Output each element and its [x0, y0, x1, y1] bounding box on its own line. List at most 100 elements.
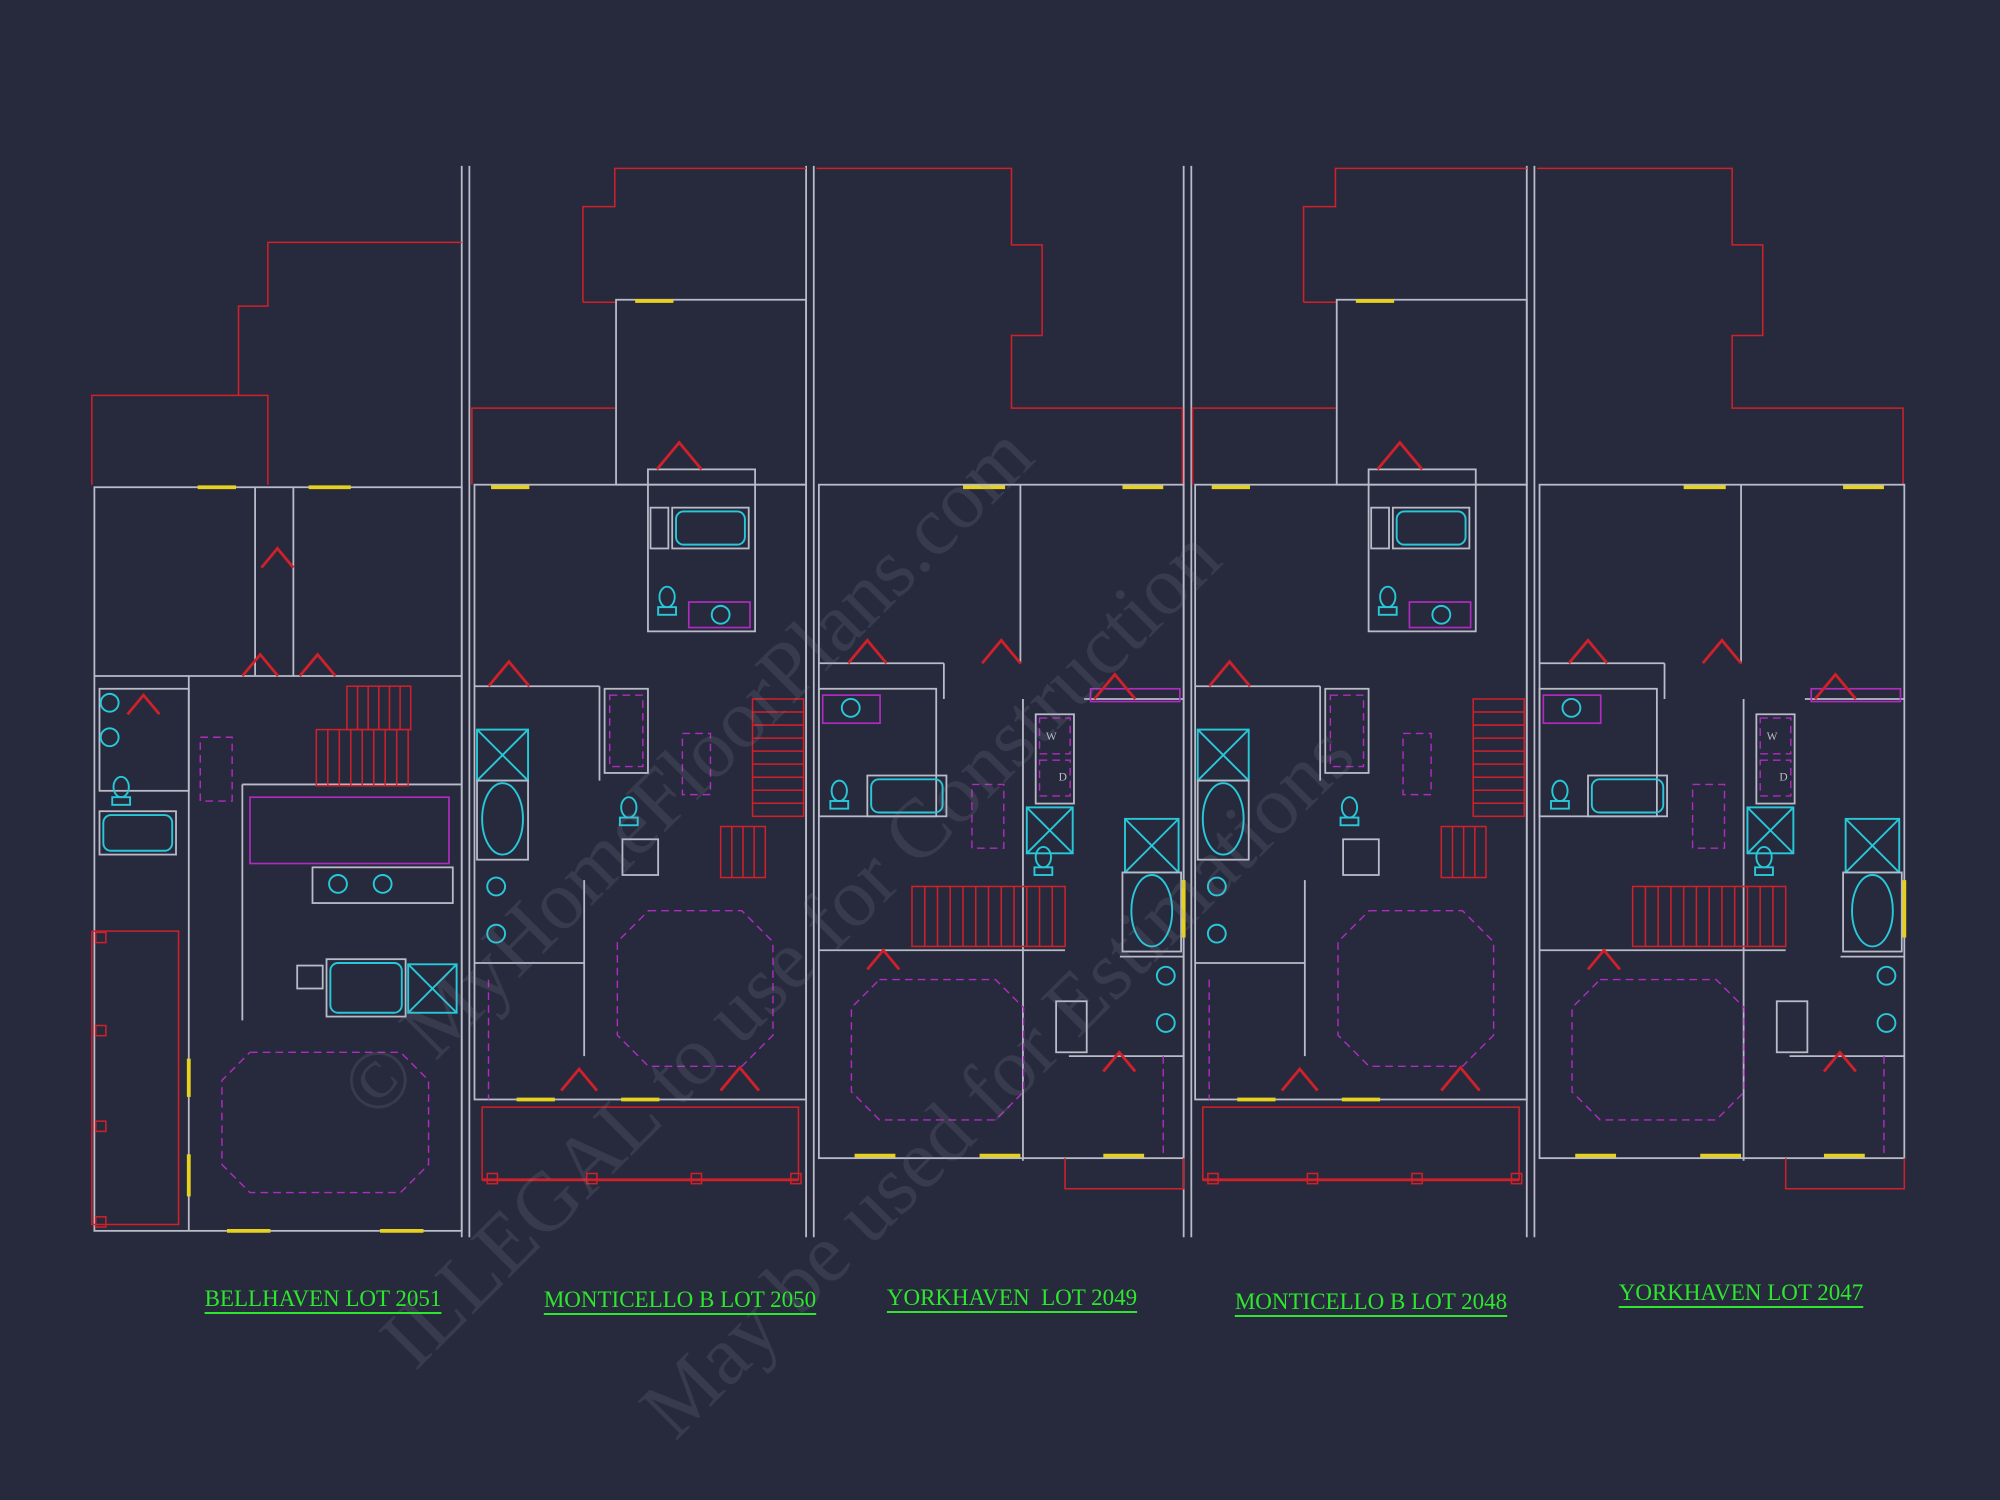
- laundry: [1755, 713, 1796, 805]
- door-swing: [1567, 638, 1609, 665]
- roof-outline: [582, 167, 807, 303]
- roof-outline: [1302, 167, 1527, 303]
- wall-rect: [476, 779, 529, 861]
- door-swing: [1822, 1050, 1857, 1073]
- closet-outline: [1402, 732, 1432, 796]
- toilet-tank-icon: [1339, 816, 1360, 827]
- ceiling-outline: [850, 978, 1025, 1121]
- tub-frame: [866, 774, 948, 818]
- sink-icon: [372, 874, 393, 894]
- side-porch: [91, 930, 180, 1226]
- wall-rect: [1196, 779, 1250, 861]
- door-swing: [719, 1065, 761, 1092]
- counter: [249, 796, 450, 865]
- wall-rect: [1342, 838, 1380, 876]
- vanity: [1542, 694, 1602, 725]
- toilet-icon: [830, 779, 848, 802]
- wall-rect: [1121, 871, 1183, 953]
- laundry: [603, 687, 649, 774]
- front-bump: [1784, 1158, 1906, 1190]
- dryer-outline: [1038, 759, 1071, 797]
- post: [1510, 1172, 1523, 1185]
- sink-icon: [1876, 1013, 1897, 1033]
- tub-frame: [98, 810, 177, 856]
- door-swing: [1102, 1050, 1137, 1073]
- post: [94, 1024, 107, 1037]
- door-swing: [981, 638, 1022, 665]
- toilet-icon: [1755, 845, 1773, 869]
- bathtub-icon: [675, 510, 746, 546]
- laundry: [1034, 713, 1075, 805]
- sink-icon: [1876, 965, 1897, 986]
- vanity: [821, 694, 881, 725]
- stair-outline: [751, 698, 805, 818]
- toilet-icon: [1551, 779, 1569, 802]
- patio-outline: [91, 394, 269, 485]
- sink-icon: [1561, 698, 1582, 718]
- wall-rect: [1842, 871, 1903, 953]
- washer-outline: [1759, 717, 1792, 755]
- door-swing: [655, 440, 703, 471]
- sink-icon: [328, 874, 348, 894]
- ceiling-outline: [1571, 978, 1745, 1121]
- shower-icon: [1746, 806, 1795, 854]
- closet-outline: [199, 736, 233, 802]
- closet-outline: [681, 732, 712, 796]
- door-swing: [126, 692, 161, 716]
- dryer-label: D: [1059, 772, 1067, 784]
- wall-rect: [98, 687, 190, 792]
- laundry: [1324, 687, 1370, 774]
- bath-wall: [1538, 687, 1658, 818]
- sink-icon: [486, 923, 507, 944]
- front-bump: [1064, 1158, 1185, 1190]
- lot-label-yorkhaven-2047: YORKHAVEN LOT 2047: [1618, 1280, 1864, 1305]
- bathtub-icon: [1395, 510, 1467, 546]
- door-swing: [1586, 948, 1621, 971]
- shower-icon: [1026, 806, 1074, 854]
- toilet-tank-icon: [1033, 866, 1054, 876]
- tub-icon: [481, 782, 524, 856]
- sink-icon: [1155, 1013, 1176, 1033]
- washer-dryer-outline: [1329, 694, 1365, 768]
- door-swing: [1701, 638, 1743, 665]
- door-swing: [241, 652, 280, 677]
- door-swing: [1376, 440, 1424, 471]
- door-swing: [1813, 672, 1857, 700]
- shower-icon: [407, 963, 458, 1014]
- toilet-tank-icon: [618, 816, 639, 827]
- shower-icon: [476, 728, 529, 782]
- door-swing: [1093, 672, 1137, 700]
- tub-frame: [1587, 774, 1668, 818]
- lot-label-monticello-2050: MONTICELLO B LOT 2050: [543, 1287, 817, 1312]
- exterior-wall: [93, 486, 463, 1232]
- closet-outline: [971, 783, 1005, 849]
- bathtub-icon: [102, 814, 174, 852]
- shower-icon: [1197, 728, 1250, 782]
- toilet-tank-icon: [1550, 800, 1570, 810]
- patio-outline: [1191, 407, 1336, 485]
- post: [790, 1172, 802, 1185]
- front-porch: [1202, 1106, 1520, 1181]
- exterior-wall: [1538, 483, 1906, 1160]
- vanity: [687, 601, 751, 629]
- toilet-icon: [1379, 585, 1397, 609]
- sink-icon: [99, 727, 120, 748]
- bathtub-icon: [870, 778, 944, 814]
- sink-icon: [99, 692, 120, 713]
- dryer-label: D: [1779, 772, 1787, 784]
- tub-frame: [671, 506, 750, 550]
- washer-label: W: [1046, 731, 1057, 743]
- wall-rect: [621, 838, 660, 876]
- toilet-icon: [658, 585, 676, 609]
- toilet-icon: [112, 775, 130, 799]
- post: [690, 1172, 703, 1185]
- closet-outline: [1691, 783, 1726, 849]
- shower-icon: [407, 963, 458, 1014]
- door-swing: [866, 948, 901, 971]
- post: [94, 1216, 107, 1228]
- patio-outline: [471, 407, 615, 485]
- post: [486, 1172, 499, 1185]
- tub-icon: [1130, 874, 1174, 948]
- shelf: [1089, 687, 1181, 703]
